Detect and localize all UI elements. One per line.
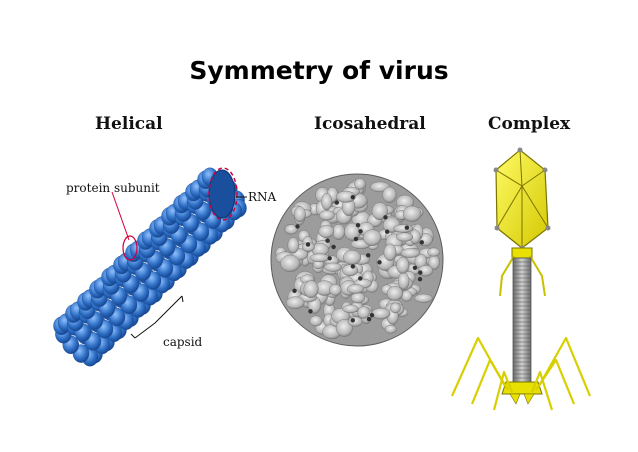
surface-pit: [419, 240, 424, 245]
rna-strand: [208, 167, 238, 221]
capsomere-blob: [400, 248, 421, 258]
surface-pit: [366, 316, 372, 322]
surface-pit: [366, 253, 371, 258]
rna-label: RNA: [248, 190, 277, 204]
capsomere-blob: [371, 307, 391, 320]
capsomere-blob: [382, 186, 397, 203]
capsomere-blob: [390, 302, 401, 314]
slide-title: Symmetry of virus: [189, 56, 449, 85]
capsomere-blob: [284, 224, 299, 235]
capsomere-blob: [280, 254, 301, 272]
capsomere-blob: [383, 243, 397, 262]
capsomere-blob: [393, 224, 414, 233]
capsomere-blob: [309, 315, 323, 327]
capsomere-blob: [329, 283, 342, 296]
capsid-bracket: [134, 295, 183, 339]
capsomere-blob: [357, 306, 370, 319]
capsomere-blob: [396, 232, 414, 242]
capsomere-blob: [301, 241, 315, 252]
complex-phage-illustration: [450, 147, 592, 411]
surface-pit: [418, 270, 423, 275]
surface-pit: [358, 229, 363, 234]
capsomere-blob: [347, 316, 363, 327]
surface-pit: [292, 288, 297, 293]
capsomere-blob: [396, 256, 410, 274]
helix-open-end: [208, 169, 236, 219]
surface-pit: [353, 236, 359, 242]
capsomere-blob: [293, 206, 306, 223]
capsomere-blob: [318, 224, 335, 239]
surface-pit: [305, 242, 311, 247]
surface-pit: [331, 244, 336, 250]
capsomere-blob: [303, 280, 319, 299]
surface-pit: [327, 256, 332, 261]
capsomere-blob: [342, 304, 359, 313]
capsomere-blob: [343, 249, 362, 265]
surface-pit: [350, 264, 356, 269]
phage-tail: [512, 257, 532, 383]
capsomere-blob: [427, 247, 441, 257]
capsomere-blob: [386, 285, 404, 301]
capsomere-blob: [346, 284, 365, 294]
helical-capsid-illustration: [53, 167, 247, 367]
capsomere-blob: [321, 193, 333, 211]
capsomere-blob: [401, 290, 413, 302]
protein-subunit-highlight: [122, 235, 138, 261]
surface-pit: [350, 195, 355, 200]
capsomere-blob: [319, 210, 335, 221]
capsomere-blob: [332, 224, 345, 240]
protein-subunit-leader: [111, 191, 130, 241]
icosahedral-virus-illustration: [270, 173, 444, 347]
capsomere-blob: [363, 229, 382, 246]
complex-heading: Complex: [488, 114, 571, 134]
capsomere-blob: [384, 324, 397, 334]
surface-pit: [358, 276, 363, 281]
surface-pit: [350, 318, 355, 323]
capsomere-blob: [285, 296, 305, 310]
surface-pit: [308, 309, 313, 314]
capsomere-blob: [350, 292, 366, 304]
capsomere-blob: [336, 190, 356, 203]
icosahedral-heading: Icosahedral: [314, 114, 426, 134]
surface-pit: [404, 225, 410, 230]
surface-pit: [369, 313, 375, 318]
surface-pit: [385, 229, 390, 234]
surface-pit: [377, 260, 382, 265]
capsomere-blob: [398, 272, 410, 290]
capsomere-blob: [371, 202, 389, 221]
phage-tail-fibers: [450, 336, 592, 411]
capsomere-blob: [342, 264, 359, 277]
capsomere-blob: [324, 262, 343, 272]
helical-heading: Helical: [95, 114, 163, 134]
surface-pit: [295, 224, 300, 229]
surface-pit: [355, 223, 361, 228]
surface-pit: [383, 215, 388, 220]
capsomere-blob: [287, 237, 299, 254]
capsid-label: capsid: [163, 335, 203, 349]
capsomere-blob: [335, 319, 353, 337]
surface-pit: [412, 265, 418, 270]
capsomere-blob: [402, 205, 422, 222]
surface-pit: [334, 200, 339, 205]
surface-pit: [417, 277, 423, 282]
protein-subunit-label: protein subunit: [66, 181, 160, 195]
capsomere-blob: [414, 293, 434, 303]
capsomere-blob: [309, 253, 330, 263]
capsomere-blob: [354, 178, 366, 190]
surface-pit: [325, 238, 330, 243]
